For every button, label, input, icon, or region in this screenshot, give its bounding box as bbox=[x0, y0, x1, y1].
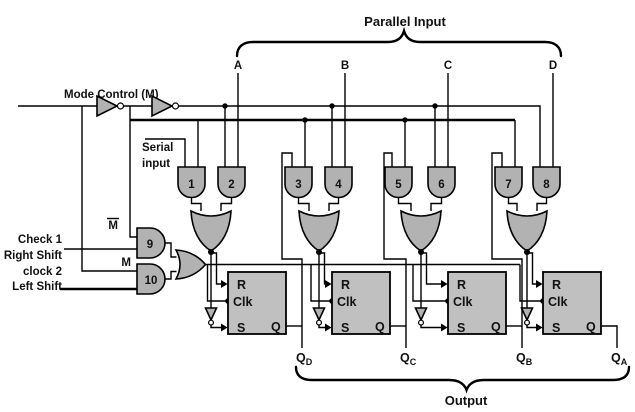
and-gate-5-number: 5 bbox=[395, 179, 402, 191]
ff4-q-label: Q bbox=[586, 320, 596, 334]
and-gate-7-number: 7 bbox=[505, 179, 511, 191]
output-labels: QD QC QB QA bbox=[296, 351, 628, 367]
flip-flop-3 bbox=[447, 271, 507, 335]
clock-rail bbox=[205, 263, 541, 302]
and-gate-8-number: 8 bbox=[543, 179, 550, 191]
ff1-q-label: Q bbox=[271, 320, 281, 334]
and-gate-2 bbox=[217, 166, 246, 199]
output-label-qc: QC bbox=[400, 351, 417, 367]
ff4-clk-label: Clk bbox=[548, 295, 568, 309]
or-gate-stage-2 bbox=[298, 209, 340, 252]
and-gate-9 bbox=[136, 227, 166, 259]
flip-flop-2 bbox=[331, 271, 391, 335]
and-gate-2-number: 2 bbox=[228, 179, 234, 191]
ff1-s-label: S bbox=[237, 321, 245, 335]
flip-flop-4 bbox=[542, 271, 602, 335]
flip-flop-1 bbox=[227, 271, 287, 335]
feedback-wire-1 bbox=[281, 152, 303, 348]
output-title: Output bbox=[445, 393, 488, 408]
output-label-qb: QB bbox=[516, 351, 533, 367]
m-bar-branch-wire bbox=[129, 106, 137, 238]
inverter-1-bubble bbox=[116, 102, 125, 110]
ff2-clk-label: Clk bbox=[337, 295, 357, 309]
s-inverter-4-icon bbox=[520, 307, 534, 322]
and-gate-8 bbox=[532, 166, 561, 199]
mode-control-label: Mode Control (M) bbox=[64, 89, 159, 101]
inverter-2-bubble bbox=[171, 102, 180, 110]
and-gate-7 bbox=[494, 166, 523, 199]
ff3-s-label: S bbox=[457, 321, 465, 335]
and-gates: 1 2 3 4 5 6 7 8 bbox=[177, 166, 561, 199]
ff4-r-label: R bbox=[552, 278, 561, 292]
gate-to-or-wires bbox=[190, 197, 548, 211]
ff1-r-label: R bbox=[237, 278, 246, 292]
mode-control-wiring bbox=[18, 94, 541, 272]
and-gate-6-number: 6 bbox=[438, 179, 444, 191]
rs-feed-wires bbox=[204, 252, 546, 332]
and-gate-10 bbox=[136, 263, 166, 295]
clock2-label: clock 2 bbox=[23, 266, 62, 278]
ff4-s-label: S bbox=[552, 321, 560, 335]
flip-flops: R Clk S Q R Clk S Q R Clk S Q R Clk S Q bbox=[227, 271, 602, 335]
q-output-wires bbox=[281, 152, 618, 348]
output-label-qd: QD bbox=[296, 351, 313, 367]
ff2-s-label: S bbox=[341, 321, 349, 335]
parallel-input-title: Parallel Input bbox=[364, 14, 446, 29]
ff3-r-label: R bbox=[457, 278, 466, 292]
m-bar-label: M bbox=[108, 220, 118, 232]
q4-output-wire bbox=[601, 325, 618, 348]
or-gate-stage-1 bbox=[190, 209, 232, 252]
and-gate-1 bbox=[177, 166, 206, 199]
and-gate-4 bbox=[324, 166, 353, 199]
feedback-wire-3 bbox=[491, 152, 523, 348]
or-gate-stage-3 bbox=[400, 209, 442, 252]
or-gate-stage-4 bbox=[506, 209, 548, 252]
m-branch-wire bbox=[81, 106, 137, 272]
input-label-a: A bbox=[234, 60, 242, 72]
ff2-q-label: Q bbox=[375, 320, 385, 334]
output-label-qa: QA bbox=[611, 351, 628, 367]
ff1-clk-label: Clk bbox=[233, 295, 253, 309]
ff3-q-label: Q bbox=[491, 320, 501, 334]
and-gate-5 bbox=[384, 166, 413, 199]
ff3-clk-label: Clk bbox=[453, 295, 473, 309]
serial-input-label-2: input bbox=[142, 158, 170, 170]
serial-input-label-1: Serial bbox=[142, 142, 173, 154]
s-inverter-1-icon bbox=[204, 307, 218, 322]
and-gate-4-number: 4 bbox=[335, 179, 342, 191]
parallel-input-brace bbox=[235, 26, 563, 58]
input-label-b: B bbox=[341, 60, 349, 72]
and-gate-3-number: 3 bbox=[295, 179, 301, 191]
and-gate-6 bbox=[427, 166, 456, 199]
input-label-d: D bbox=[549, 60, 557, 72]
left-shift-label: Left Shift bbox=[12, 281, 62, 293]
right-shift-label: Right Shift bbox=[4, 250, 62, 262]
and-gate-3 bbox=[284, 166, 313, 199]
and-gate-10-number: 10 bbox=[145, 275, 158, 287]
or-gates bbox=[190, 209, 548, 255]
inverter-2-icon bbox=[151, 94, 174, 118]
ff2-r-label: R bbox=[341, 278, 350, 292]
serial-input-wire bbox=[145, 138, 186, 167]
output-brace bbox=[294, 365, 631, 394]
feedback-wire-2 bbox=[383, 152, 407, 348]
m-rail bbox=[178, 105, 541, 167]
s-inverter-3-icon bbox=[414, 307, 428, 322]
and-gate-1-number: 1 bbox=[188, 179, 195, 191]
and-gate-9-number: 9 bbox=[147, 239, 153, 251]
m-label: M bbox=[121, 257, 131, 269]
input-label-c: C bbox=[444, 60, 452, 72]
inverter-1-icon bbox=[96, 94, 119, 118]
clock-or-gate bbox=[174, 249, 207, 280]
s-inverter-2-icon bbox=[312, 307, 326, 322]
check1-label: Check 1 bbox=[18, 234, 63, 246]
